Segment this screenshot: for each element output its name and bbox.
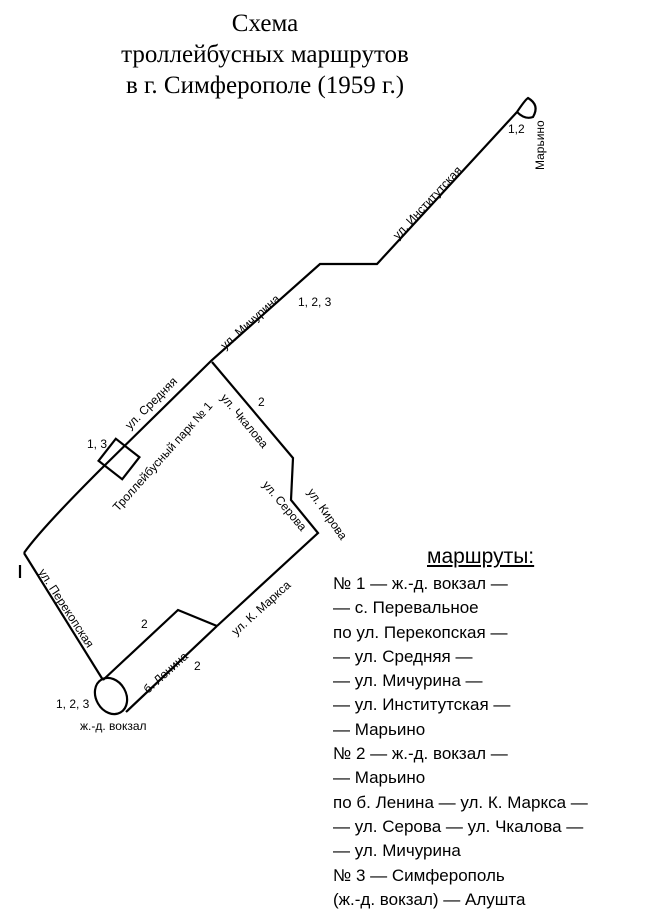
legend-line: — Марьино <box>333 768 426 788</box>
route-number: 1, 2, 3 <box>56 697 90 711</box>
route-perekopskaya <box>23 552 104 681</box>
street-label: ул. Мичурина <box>218 291 283 352</box>
route-number: 2 <box>258 395 265 409</box>
place-label: Троллейбусный парк № 1 <box>110 399 216 514</box>
legend-line: № 3 — Симферополь <box>333 865 505 885</box>
legend-line: по ул. Перекопская — <box>333 622 508 642</box>
marino-loop <box>516 96 537 119</box>
route-chkalova-serova <box>211 361 320 627</box>
station-loop <box>93 676 129 716</box>
legend-line: — ул. Мичурина <box>333 841 461 861</box>
legend-line: — Марьино <box>333 719 426 739</box>
legend-line: — ул. Средняя — <box>333 646 473 666</box>
route-number: 2 <box>141 617 148 631</box>
legend-line: по б. Ленина — ул. К. Маркса — <box>333 792 588 812</box>
route-lenina-top <box>102 608 218 681</box>
route-number: 2 <box>194 659 201 673</box>
title-line: Схема <box>231 10 299 37</box>
legend-line: — ул. Мичурина — <box>333 671 483 691</box>
street-label: ул. Средняя <box>122 374 180 432</box>
routes-legend: маршруты: № 1 — ж.-д. вокзал — — с. Пере… <box>333 542 588 912</box>
street-label: б. Ленина <box>141 649 191 696</box>
legend-line: (ж.-д. вокзал) — Алушта <box>333 889 526 909</box>
depot-building <box>97 437 141 481</box>
place-label: ж.-д. вокзал <box>80 719 147 733</box>
legend-line: — ул. Институтская — <box>333 695 511 715</box>
route-institutskaya-michurina-srednyaya <box>23 111 518 554</box>
street-label: ул. Институтская <box>390 163 465 242</box>
street-label: ул. Перекопская <box>35 566 96 650</box>
route-number: 1, 3 <box>87 437 107 451</box>
route-lenina-bottom <box>125 625 218 713</box>
legend-line: — ул. Серова — ул. Чкалова — <box>333 816 584 836</box>
legend-line: № 2 — ж.-д. вокзал — <box>333 744 508 764</box>
route-number: 1, 2, 3 <box>298 295 332 309</box>
title-line: троллейбусных маршрутов <box>121 41 409 68</box>
street-label: ул. Кирова <box>305 486 351 543</box>
legend-heading: маршруты: <box>427 545 535 568</box>
place-label: Марьино <box>533 120 547 170</box>
legend-line: — с. Перевальное <box>333 598 479 618</box>
map-title: Схема троллейбусных маршрутов в г. Симфе… <box>0 8 530 101</box>
legend-line: № 1 — ж.-д. вокзал — <box>333 574 508 593</box>
street-label: ул. Серова <box>260 478 310 534</box>
route-number: 1,2 <box>508 122 525 136</box>
title-line: в г. Симферополе (1959 г.) <box>125 72 405 99</box>
